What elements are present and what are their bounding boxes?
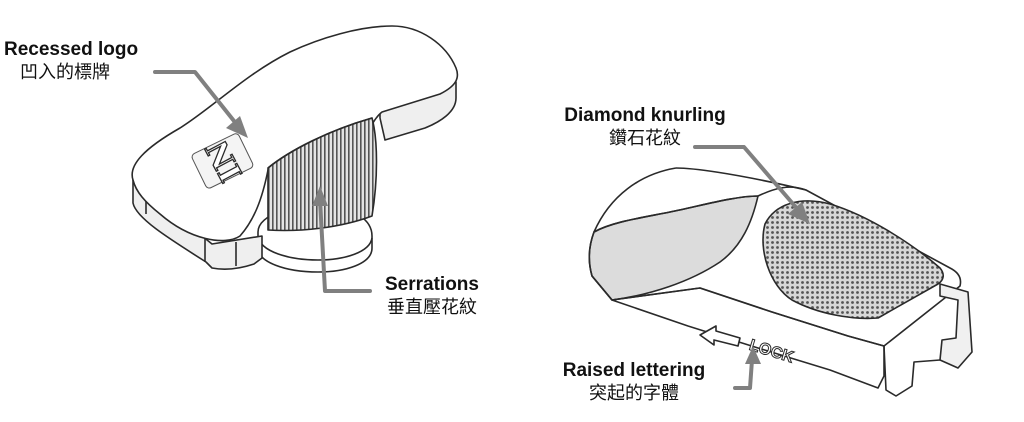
arrowhead-raised-lettering bbox=[745, 346, 761, 364]
slider-part bbox=[588, 167, 973, 397]
leader-diamond-knurling bbox=[693, 145, 802, 214]
callout-raised-lettering: Raised lettering 突起的字體 bbox=[548, 361, 720, 404]
callout-raised-lettering-en: Raised lettering bbox=[562, 360, 706, 381]
recessed-logo-mark bbox=[191, 133, 254, 189]
callout-recessed-logo: Recessed logo 凹入的標牌 bbox=[4, 40, 138, 83]
leader-recessed-logo bbox=[153, 70, 240, 128]
knob-side-face bbox=[132, 179, 263, 270]
callout-raised-lettering-zh: 突起的字體 bbox=[589, 382, 679, 404]
lock-arrow bbox=[699, 325, 741, 347]
diamond-knurling-pad bbox=[762, 200, 944, 320]
callout-serrations-en: Serrations bbox=[385, 274, 479, 295]
leader-raised-lettering bbox=[733, 358, 754, 390]
arrowhead-recessed-logo bbox=[226, 116, 248, 138]
callout-diamond-knurling-en: Diamond knurling bbox=[564, 105, 726, 126]
callout-serrations-zh: 垂直壓花紋 bbox=[387, 296, 477, 318]
callout-diamond-knurling: Diamond knurling 鑽石花紋 bbox=[550, 106, 740, 149]
callout-recessed-logo-zh: 凹入的標牌 bbox=[20, 61, 110, 83]
callout-recessed-logo-en: Recessed logo bbox=[4, 39, 139, 60]
leader-lines bbox=[153, 70, 802, 390]
callout-serrations: Serrations 垂直壓花紋 bbox=[376, 275, 488, 318]
arrowhead-diamond-knurling bbox=[788, 202, 810, 224]
arrowhead-serrations bbox=[312, 186, 328, 206]
leader-arrowheads bbox=[226, 116, 810, 364]
knob-part bbox=[131, 25, 459, 273]
leader-serrations bbox=[318, 198, 372, 293]
callout-diamond-knurling-zh: 鑽石花紋 bbox=[609, 127, 681, 149]
slider-clip bbox=[939, 283, 973, 369]
